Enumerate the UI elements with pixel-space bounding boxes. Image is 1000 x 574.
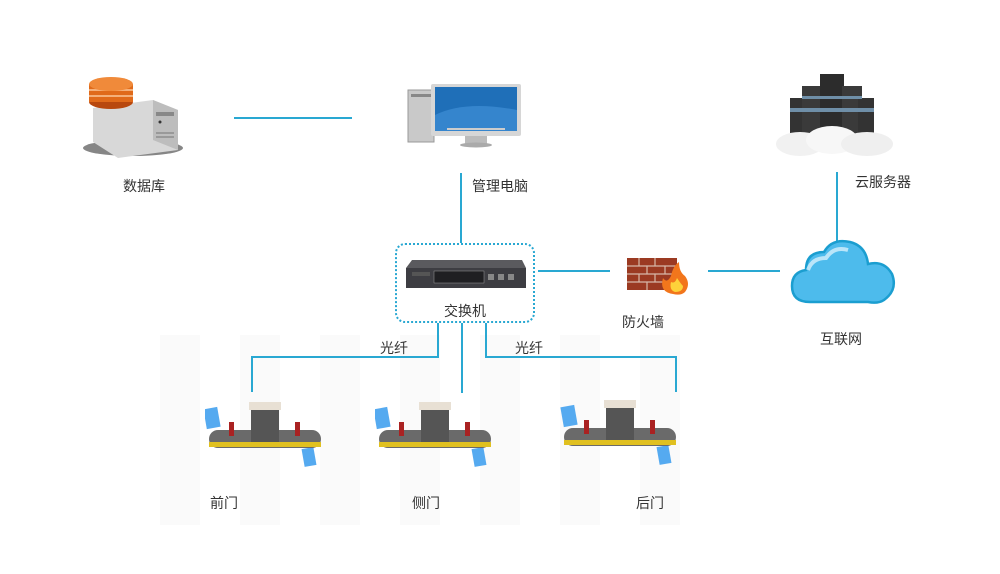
- link-switch-back: [485, 323, 487, 356]
- switch-node[interactable]: [395, 243, 535, 323]
- link-cloudserver-internet: [836, 172, 838, 242]
- back-gate-label: 后门: [636, 496, 664, 512]
- admin-pc-node[interactable]: [405, 80, 525, 150]
- parking-gate-icon: [373, 402, 491, 467]
- link-database-pc: [234, 117, 352, 119]
- firewall-node[interactable]: [625, 254, 691, 296]
- link-pc-switch: [460, 173, 462, 243]
- link-switch-back-v: [675, 356, 677, 392]
- side-gate-label: 侧门: [412, 496, 440, 512]
- fiber-label-left: 光纤: [380, 341, 408, 357]
- switch-label: 交换机: [444, 304, 486, 320]
- database-server-icon: [83, 77, 183, 158]
- link-switch-side: [461, 323, 463, 393]
- front-gate-node[interactable]: [203, 400, 325, 475]
- front-gate-label: 前门: [210, 496, 238, 512]
- back-gate-node[interactable]: [560, 400, 680, 475]
- switch-device: [402, 258, 528, 292]
- link-switch-front-h: [251, 356, 439, 358]
- link-switch-back-h: [485, 356, 677, 358]
- parking-gate-icon: [203, 402, 321, 467]
- database-label: 数据库: [123, 179, 165, 195]
- link-switch-front: [437, 323, 439, 356]
- internet-label: 互联网: [820, 332, 862, 348]
- fiber-label-right: 光纤: [515, 341, 543, 357]
- link-switch-front-v: [251, 356, 253, 392]
- internet-node[interactable]: [788, 236, 900, 308]
- side-gate-node[interactable]: [373, 400, 495, 475]
- link-firewall-internet: [708, 270, 780, 272]
- cloud-server-icon: [776, 74, 893, 156]
- network-switch-icon: [406, 260, 526, 288]
- desktop-computer-icon: [407, 84, 521, 148]
- cloud-server-node[interactable]: [772, 70, 897, 160]
- cloud-server-label: 云服务器: [855, 175, 911, 191]
- link-switch-firewall: [538, 270, 610, 272]
- firewall-icon: [627, 258, 688, 295]
- cloud-icon: [790, 239, 895, 304]
- parking-gate-icon: [560, 400, 676, 465]
- firewall-label: 防火墙: [622, 315, 664, 331]
- admin-pc-label: 管理电脑: [472, 179, 528, 195]
- database-node[interactable]: [78, 70, 188, 160]
